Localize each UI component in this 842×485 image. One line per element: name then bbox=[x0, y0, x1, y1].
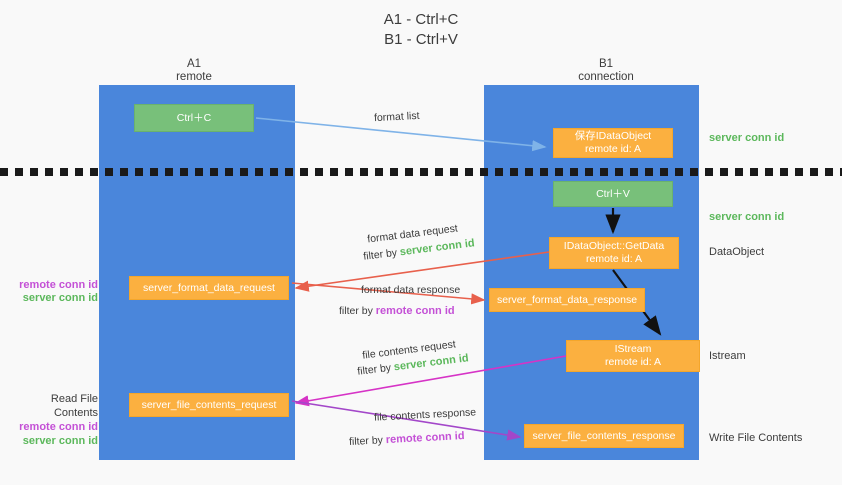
annotation-left-conn-ids-top: remote conn id server conn id bbox=[10, 279, 98, 305]
annotation-write-file-contents: Write File Contents bbox=[709, 432, 803, 444]
filter-key-remote-conn-id-1: remote conn id bbox=[375, 305, 455, 317]
annotation-server-conn-id-2: server conn id bbox=[22, 435, 98, 447]
node-server-file-contents-request[interactable]: server_file_contents_request bbox=[129, 393, 289, 417]
filter-key-remote-conn-id-2: remote conn id bbox=[385, 429, 465, 447]
edge-label-format-data-response: format data response bbox=[361, 284, 461, 296]
title-line-1: A1 - Ctrl+C bbox=[383, 11, 459, 28]
column-a1-role: remote bbox=[176, 71, 212, 83]
annotation-remote-conn-id-1: remote conn id bbox=[19, 279, 98, 291]
node-save-idataobject[interactable]: 保存IDataObject remote id: A bbox=[553, 128, 673, 158]
edge-label-file-contents-response-filter: filter by remote conn id bbox=[349, 430, 465, 448]
page-title: A1 - Ctrl+C B1 - Ctrl+V bbox=[0, 10, 842, 50]
annotation-left-read-file-block: Read File Contents remote conn id server… bbox=[10, 392, 98, 448]
column-header-b1: B1 connection bbox=[536, 58, 676, 84]
node-ctrl-v[interactable]: Ctrl＋V bbox=[553, 181, 673, 207]
column-b1-role: connection bbox=[578, 71, 634, 83]
annotation-istream: Istream bbox=[709, 350, 746, 362]
edge-label-file-contents-response: file contents response bbox=[373, 406, 477, 424]
filter-prefix-1: filter by bbox=[362, 246, 401, 263]
node-server-file-contents-response[interactable]: server_file_contents_response bbox=[524, 424, 684, 448]
filter-prefix-4: filter by bbox=[348, 434, 387, 449]
node-ctrl-v-label: Ctrl＋V bbox=[596, 187, 630, 200]
node-server-format-data-request-label: server_format_data_request bbox=[143, 281, 275, 294]
phase-divider-dashed-line bbox=[0, 168, 842, 176]
column-a1-name: A1 bbox=[186, 58, 202, 70]
filter-prefix-3: filter by bbox=[356, 361, 395, 378]
node-server-format-data-response[interactable]: server_format_data_response bbox=[489, 288, 645, 312]
node-idataobject-getdata-sub: remote id: A bbox=[585, 253, 643, 265]
column-b1-name: B1 bbox=[598, 58, 614, 70]
filter-prefix-2: filter by bbox=[339, 305, 376, 317]
node-server-format-data-response-label: server_format_data_response bbox=[496, 293, 638, 306]
node-ctrl-c[interactable]: Ctrl＋C bbox=[134, 104, 254, 132]
filter-key-server-conn-id-1: server conn id bbox=[399, 237, 476, 259]
node-server-file-contents-request-label: server_file_contents_request bbox=[141, 398, 277, 411]
node-save-idataobject-label: 保存IDataObject bbox=[574, 130, 652, 142]
edge-label-format-data-response-filter: filter by remote conn id bbox=[339, 305, 455, 317]
annotation-dataobject: DataObject bbox=[709, 246, 765, 258]
node-istream[interactable]: IStream remote id: A bbox=[566, 340, 700, 372]
node-server-file-contents-response-label: server_file_contents_response bbox=[532, 429, 676, 442]
node-idataobject-getdata-label: IDataObject::GetData bbox=[563, 240, 665, 252]
annotation-server-conn-id-mid: server conn id bbox=[709, 211, 785, 223]
column-header-a1: A1 remote bbox=[124, 58, 264, 84]
annotation-read-file-contents: Read File Contents bbox=[50, 393, 98, 419]
node-istream-sub: remote id: A bbox=[604, 356, 662, 368]
annotation-remote-conn-id-2: remote conn id bbox=[19, 421, 98, 433]
node-save-idataobject-sub: remote id: A bbox=[584, 143, 642, 155]
title-line-2: B1 - Ctrl+V bbox=[384, 31, 458, 48]
node-idataobject-getdata[interactable]: IDataObject::GetData remote id: A bbox=[549, 237, 679, 269]
node-ctrl-c-label: Ctrl＋C bbox=[176, 111, 212, 124]
edge-label-format-list: format list bbox=[373, 109, 420, 125]
node-server-format-data-request[interactable]: server_format_data_request bbox=[129, 276, 289, 300]
annotation-server-conn-id-1: server conn id bbox=[22, 292, 98, 304]
annotation-server-conn-id-top: server conn id bbox=[709, 132, 785, 144]
node-istream-label: IStream bbox=[614, 343, 652, 355]
